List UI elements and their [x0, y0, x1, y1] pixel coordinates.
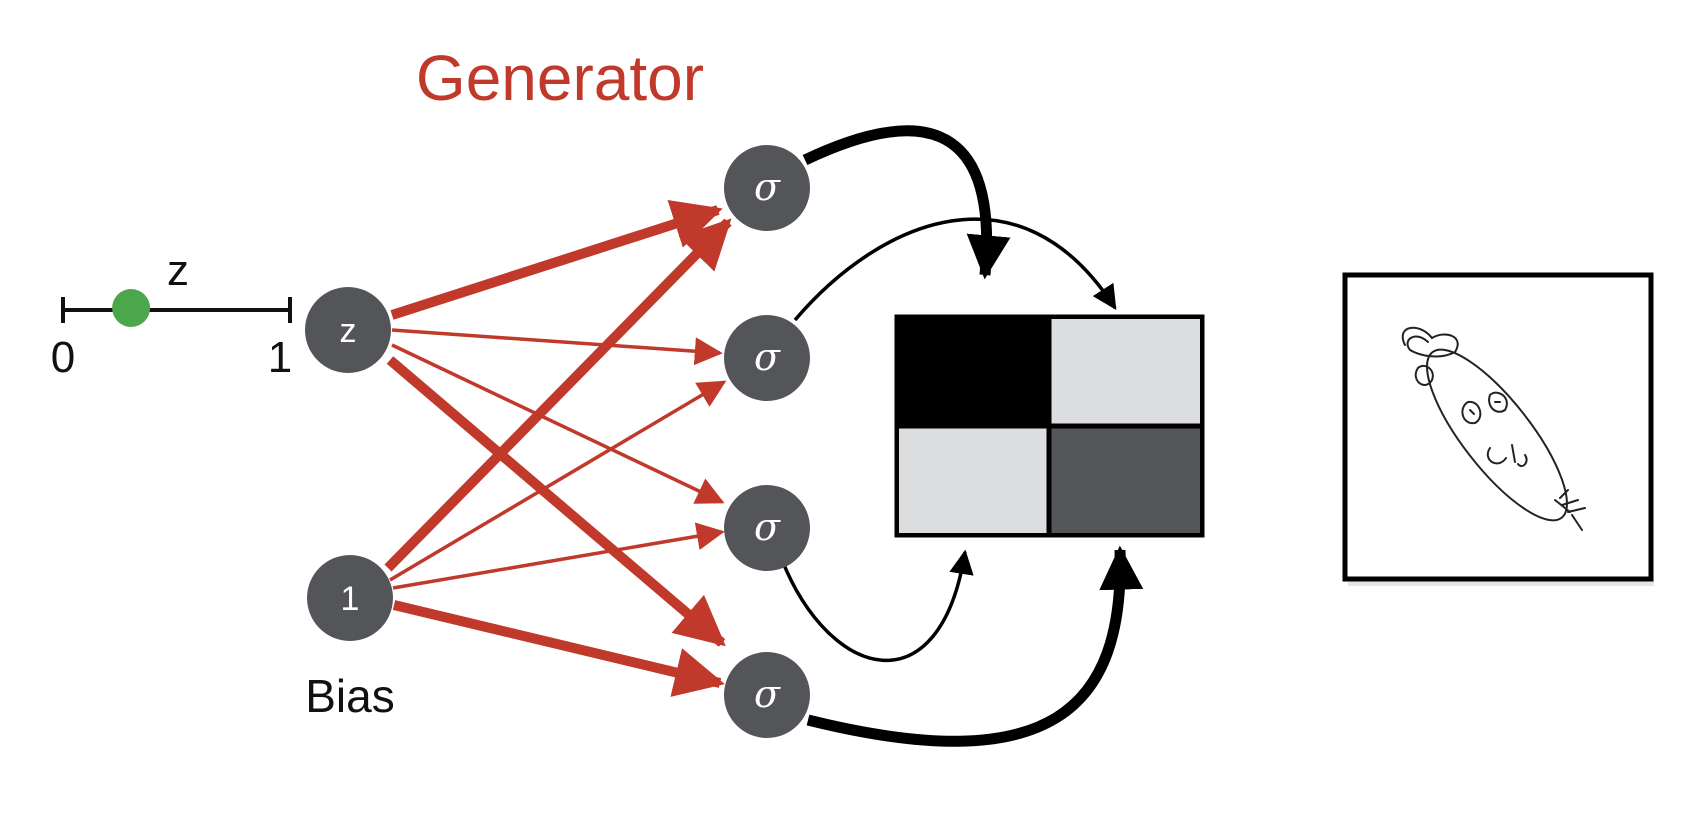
pixel-1: [899, 319, 1047, 424]
weight-z-n1: [390, 199, 723, 320]
generated-image-panel: [1342, 272, 1654, 586]
pixel-2: [1051, 319, 1200, 424]
weight-z-n4: [386, 356, 726, 647]
generated-image-shadow: [1348, 580, 1654, 586]
pixel-4: [1051, 428, 1200, 533]
weight-b-n2: [389, 380, 727, 582]
input-node-bias: 1: [307, 555, 393, 641]
pixel-grid: [894, 314, 1205, 538]
output-neuron-3-label: σ: [754, 505, 781, 549]
input-node-bias-label: 1: [341, 580, 360, 618]
connection-n4-pixel4: [806, 545, 1144, 747]
output-neuron-2-circle: [724, 315, 810, 401]
output-neuron-1-circle: [724, 145, 810, 231]
weight-z-n2: [391, 328, 723, 366]
connection-n2-pixel2: [793, 217, 1117, 322]
slider-min-label: 0: [51, 333, 75, 382]
sketch-detail: [1487, 444, 1528, 468]
slider-value-label: z: [167, 246, 189, 295]
sketch-head-scribble: [1401, 326, 1459, 386]
input-node-z-label: z: [340, 312, 357, 350]
output-neuron-4-label: σ: [754, 672, 781, 716]
sketch-feet: [1554, 489, 1586, 531]
weight-b-n1: [384, 218, 732, 572]
sketch-body: [1426, 348, 1568, 522]
output-neuron-1-label: σ: [754, 165, 781, 209]
slider-max-label: 1: [268, 333, 292, 382]
output-neuron-3: σ: [724, 485, 810, 571]
bias-caption: Bias: [305, 670, 394, 722]
output-neuron-4: σ: [724, 652, 810, 738]
pixel-3: [899, 428, 1047, 533]
sketch-face-right: [1488, 391, 1508, 413]
output-neuron-2: σ: [724, 315, 810, 401]
output-neuron-2-label: σ: [754, 335, 781, 379]
weight-b-n3: [392, 522, 725, 590]
input-node-z: z: [305, 287, 391, 373]
weight-b-n4: [392, 600, 725, 697]
connection-n3-pixel3: [780, 549, 974, 663]
generated-image-frame: [1342, 272, 1654, 582]
sketch-face-left: [1461, 400, 1482, 425]
output-neuron-4-circle: [724, 652, 810, 738]
weights-from-z: [386, 199, 726, 647]
output-neuron-3-circle: [724, 485, 810, 571]
weight-z-n3: [391, 343, 725, 504]
sketch-drawing: [1401, 326, 1586, 531]
z-slider[interactable]: z 0 1: [51, 246, 292, 382]
slider-handle[interactable]: [112, 289, 151, 327]
generator-title: Generator: [416, 42, 704, 114]
output-neuron-1: σ: [724, 145, 810, 231]
input-node-z-circle: [305, 287, 391, 373]
input-node-bias-circle: [307, 555, 393, 641]
weights-from-bias: [384, 218, 732, 697]
connection-n1-pixel1: [802, 125, 1011, 280]
pixel-connections: [780, 125, 1144, 747]
